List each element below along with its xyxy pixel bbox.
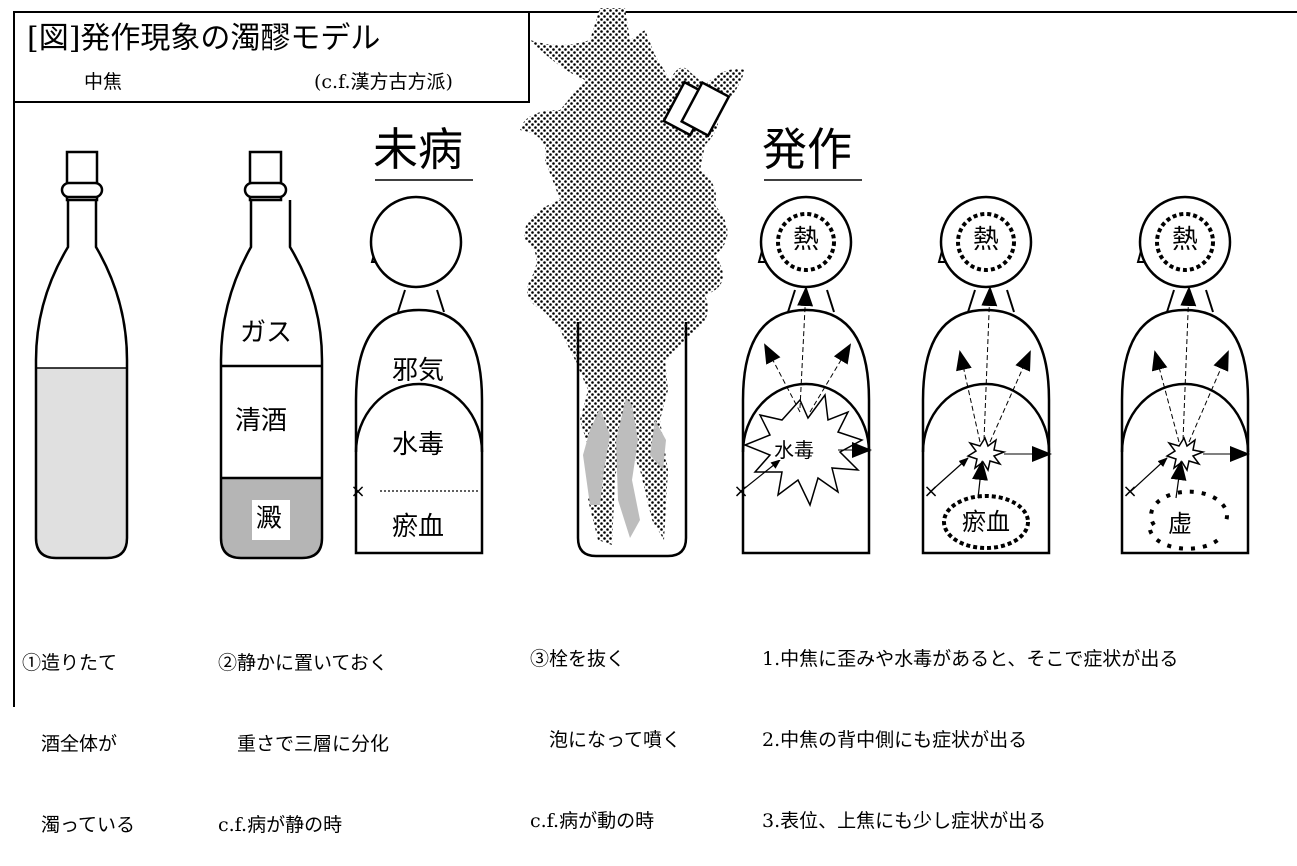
title-sub-left: 中焦 — [84, 71, 123, 93]
caption-line: 酒全体が — [22, 733, 118, 755]
diagram-title: [図]発作現象の濁醪モデル — [27, 21, 381, 56]
calm-jaki-label: 邪気 — [392, 356, 445, 386]
bottle-fresh — [34, 150, 129, 560]
title-box — [13, 11, 530, 103]
attack1-burst-label: 水毒 — [774, 438, 814, 462]
caption-fresh: ①造りたて 酒全体が 濁っている — [22, 596, 135, 866]
caption-opened: ③栓を抜く 泡になって噴く c.f.病が動の時 — [530, 592, 681, 862]
caption-attack: 1.中焦に歪みや水毒があると、そこで症状が出る 2.中焦の背中側にも症状が出る … — [762, 592, 1178, 862]
caption-line: 重さで三層に分化 — [218, 733, 390, 755]
caption-line: 泡になって噴く — [530, 729, 682, 751]
diagram-frame — [13, 11, 1297, 707]
diagram-canvas: × × — [34, 8, 1250, 560]
bottle-layered — [219, 150, 324, 560]
attack3-kyo-label: 虚 — [1168, 510, 1192, 538]
attack2-oketsu-label: 瘀血 — [962, 508, 1010, 536]
caption-line: 1.中焦に歪みや水毒があると、そこで症状が出る — [762, 648, 1179, 670]
attack2-netsu-label: 熱 — [973, 225, 1000, 255]
svg-text:×: × — [350, 481, 365, 502]
heading-mibyou: 未病 — [373, 123, 464, 176]
attack1-netsu-label: 熱 — [793, 225, 820, 255]
svg-text:×: × — [733, 481, 748, 502]
title-sub-right: (c.f.漢方古方派) — [314, 71, 453, 93]
attack3-netsu-label: 熱 — [1172, 225, 1199, 255]
layer-gas-label: ガス — [240, 318, 293, 348]
calm-oketsu-label: 瘀血 — [392, 512, 445, 542]
layer-seishu-label: 清酒 — [235, 406, 288, 436]
caption-line: 3.表位、上焦にも少し症状が出る — [762, 810, 1047, 832]
caption-line: 2.中焦の背中側にも症状が出る — [762, 729, 1028, 751]
caption-line: 濁っている — [22, 814, 136, 836]
svg-text:×: × — [1122, 481, 1137, 502]
calm-suidoku-label: 水毒 — [392, 430, 445, 460]
heading-hossa: 発作 — [762, 123, 853, 176]
figure-attack-3: × — [1120, 195, 1250, 555]
figure-calm: × — [350, 195, 484, 555]
caption-line: ②静かに置いておく — [218, 652, 388, 674]
caption-line: c.f.病が静の時 — [218, 814, 343, 836]
caption-line: ③栓を抜く — [530, 648, 626, 670]
figure-attack-2: × — [921, 195, 1052, 555]
svg-text:×: × — [923, 481, 938, 502]
caption-layered: ②静かに置いておく 重さで三層に分化 c.f.病が静の時 — [218, 596, 389, 866]
caption-line: c.f.病が動の時 — [530, 810, 655, 832]
caption-line: ①造りたて — [22, 652, 118, 674]
bottle-opened — [520, 8, 745, 558]
layer-ori-label: 澱 — [256, 504, 283, 534]
